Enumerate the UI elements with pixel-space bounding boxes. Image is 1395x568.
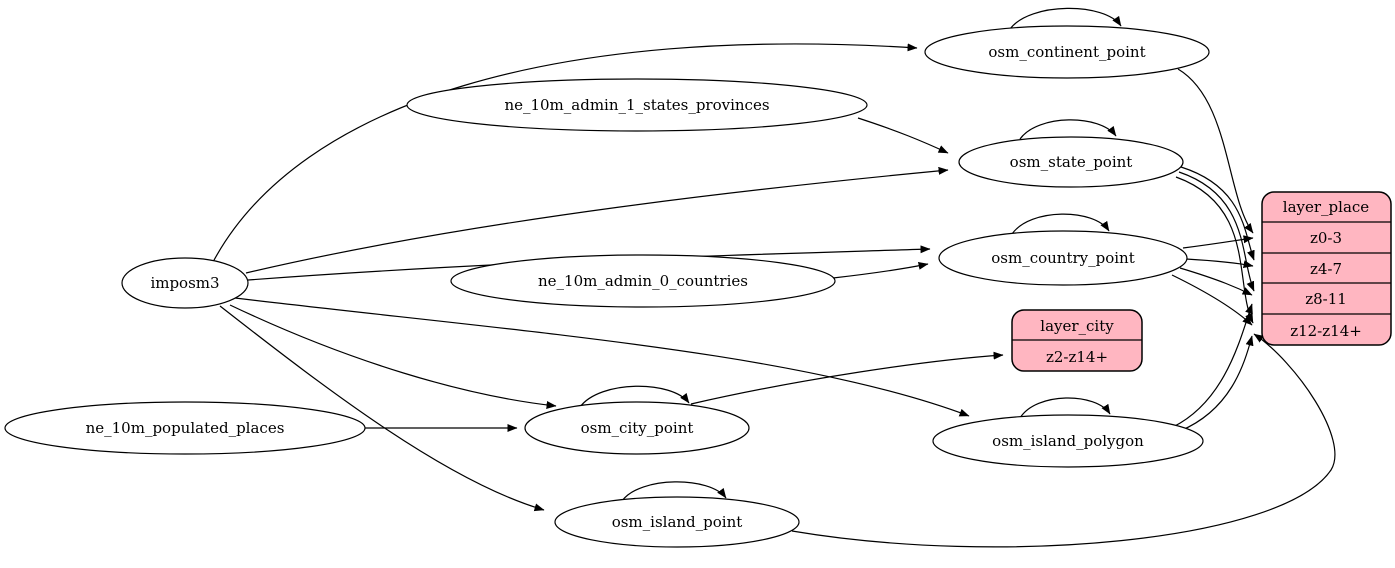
edge-imposm3-to-osm-continent-point <box>212 43 918 263</box>
node-imposm3-label: imposm3 <box>150 274 219 292</box>
edge-osm-state-point-to-layer-place-z4-7 <box>1180 166 1255 261</box>
edge-ne-10m-admin-0-countries-to-osm-country-point <box>832 261 929 279</box>
self-loop-osm-state-point <box>1019 119 1117 140</box>
node-ne-10m-admin-0-countries-label: ne_10m_admin_0_countries <box>538 272 748 290</box>
node-osm-country-point-label: osm_country_point <box>991 249 1135 267</box>
node-imposm3: imposm3 <box>121 257 249 309</box>
node-osm-country-point: osm_country_point <box>938 230 1188 286</box>
record-layer-city: layer_city z2-z14+ <box>1011 309 1143 372</box>
node-ne-10m-populated-places-label: ne_10m_populated_places <box>86 419 285 437</box>
edge-osm-continent-point-to-layer-place-z0-3 <box>1177 68 1254 234</box>
edge-osm-state-point-to-layer-place-z12-z14 <box>1175 176 1254 324</box>
node-ne-10m-admin-0-countries: ne_10m_admin_0_countries <box>450 254 836 308</box>
node-osm-city-point-label: osm_city_point <box>581 419 694 437</box>
node-osm-continent-point: osm_continent_point <box>924 25 1210 79</box>
edge-osm-country-point-to-layer-place-z4-7 <box>1185 258 1254 269</box>
record-layer-place-title: layer_place <box>1283 198 1370 216</box>
self-loop-osm-country-point <box>1011 213 1110 235</box>
node-osm-island-polygon: osm_island_polygon <box>932 414 1204 468</box>
self-loop-osm-continent-point <box>1009 7 1122 30</box>
edge-ne-10m-admin-1-states-provinces-to-osm-state-point <box>857 117 949 154</box>
record-layer-place-row-z8-11: z8-11 <box>1305 290 1347 308</box>
edge-imposm3-to-osm-state-point <box>245 166 949 274</box>
edge-osm-country-point-to-layer-place-z12-z14 <box>1171 274 1253 326</box>
record-layer-city-row-z2-z14: z2-z14+ <box>1046 348 1108 366</box>
node-osm-city-point: osm_city_point <box>524 401 750 455</box>
node-osm-state-point: osm_state_point <box>958 136 1184 188</box>
self-loop-osm-island-point <box>621 481 727 502</box>
edge-osm-city-point-to-layer-city-z2-z14 <box>690 351 1004 405</box>
node-osm-continent-point-label: osm_continent_point <box>988 43 1145 61</box>
node-osm-island-point-label: osm_island_point <box>612 513 743 531</box>
record-layer-city-title: layer_city <box>1040 317 1114 335</box>
edge-osm-country-point-to-layer-place-z0-3 <box>1182 235 1254 249</box>
node-osm-state-point-label: osm_state_point <box>1010 153 1133 171</box>
edge-imposm3-to-osm-city-point <box>229 304 557 409</box>
self-loop-osm-city-point <box>579 385 690 408</box>
node-osm-island-polygon-label: osm_island_polygon <box>992 432 1144 450</box>
edge-imposm3-to-osm-island-polygon <box>234 297 970 417</box>
edge-osm-island-polygon-to-layer-place-z12-z14 <box>1179 335 1254 432</box>
node-ne-10m-admin-1-states-provinces: ne_10m_admin_1_states_provinces <box>406 78 868 132</box>
record-layer-place-row-z0-3: z0-3 <box>1310 229 1342 247</box>
record-layer-place-row-z12-z14: z12-z14+ <box>1290 322 1362 340</box>
edge-osm-state-point-to-layer-place-z8-11 <box>1178 171 1255 292</box>
edge-osm-island-polygon-to-layer-place-z8-11 <box>1172 303 1253 428</box>
edge-imposm3-to-osm-island-point <box>219 305 545 512</box>
self-loop-osm-island-polygon <box>1019 397 1111 419</box>
edge-osm-country-point-to-layer-place-z8-11 <box>1179 267 1253 296</box>
record-layer-place: layer_place z0-3 z4-7 z8-11 z12-z14+ <box>1261 191 1392 346</box>
record-layer-place-row-z4-7: z4-7 <box>1310 260 1342 278</box>
edge-osm-island-point-to-layer-place-z12-z14 <box>791 333 1336 548</box>
node-ne-10m-admin-1-states-provinces-label: ne_10m_admin_1_states_provinces <box>504 96 769 114</box>
node-ne-10m-populated-places: ne_10m_populated_places <box>4 401 366 455</box>
node-osm-island-point: osm_island_point <box>554 496 800 548</box>
